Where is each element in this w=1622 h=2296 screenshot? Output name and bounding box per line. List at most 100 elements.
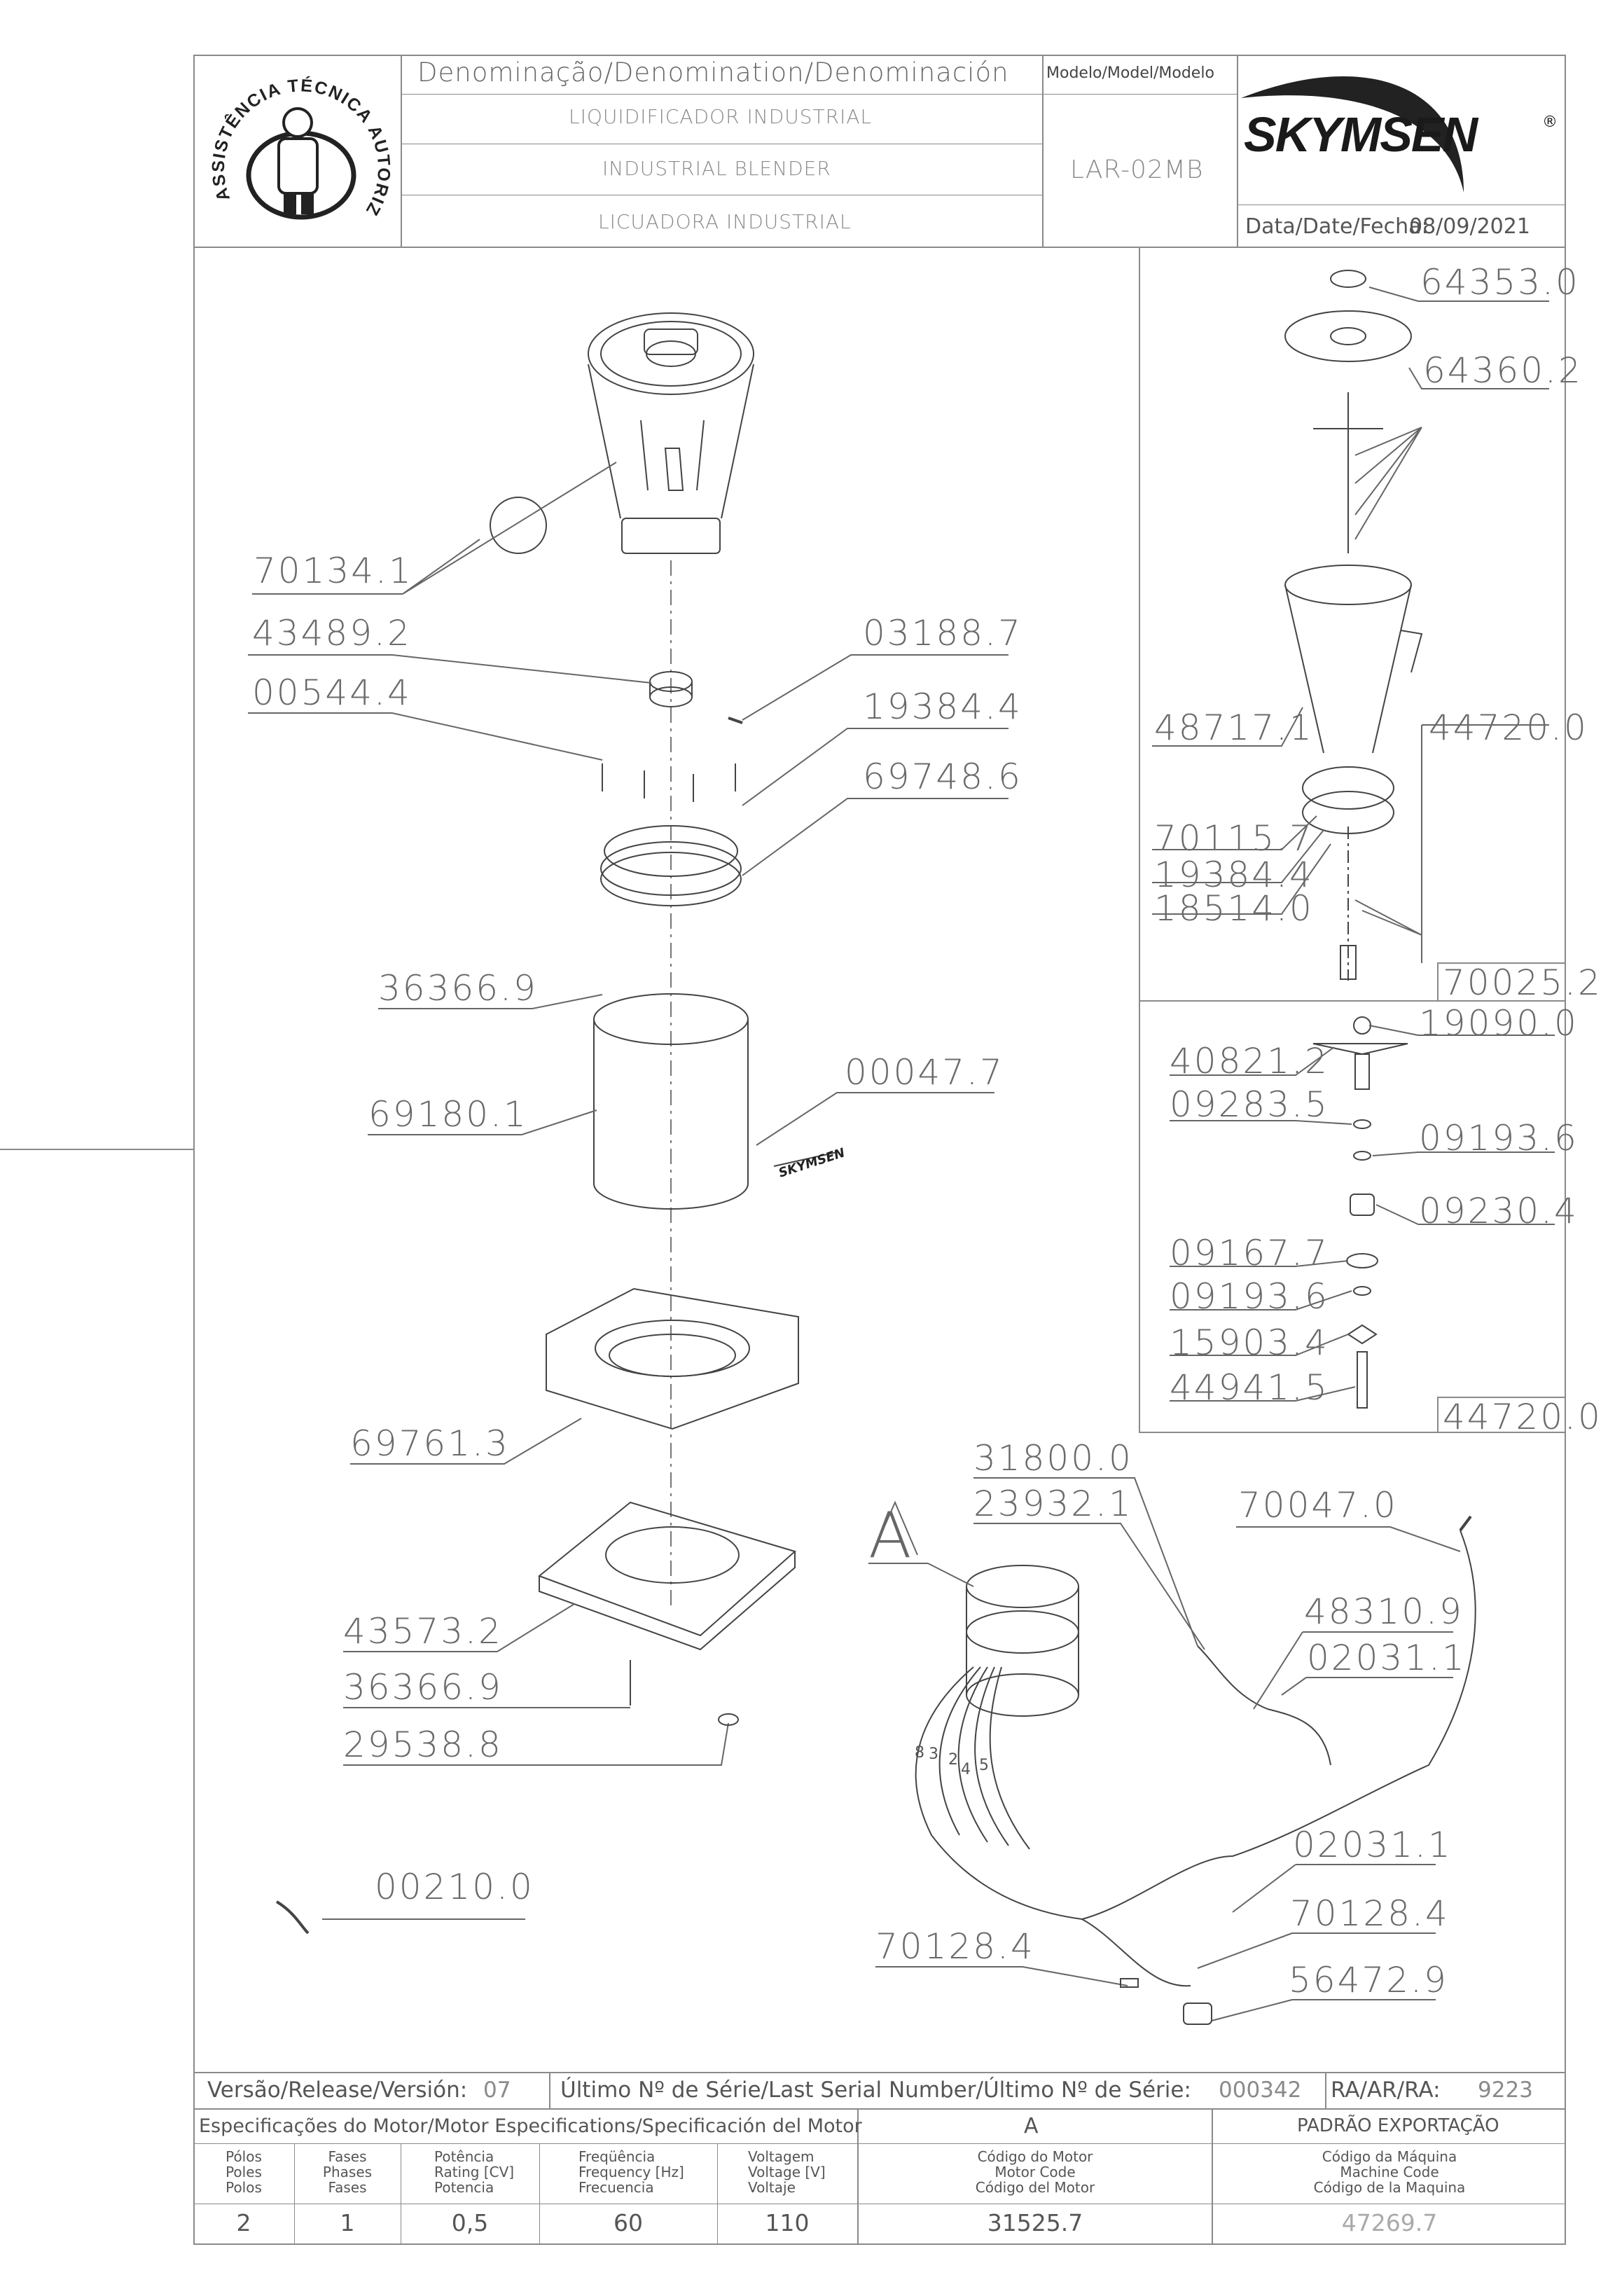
drawing-frame: [193, 55, 1566, 2245]
label-top-plate: 69748.6: [863, 756, 1023, 797]
label-washer-2: 09193.6: [1419, 1118, 1579, 1159]
power-value: 0,5: [451, 2209, 489, 2236]
label-wiring-5: 02031.1: [1293, 1825, 1453, 1865]
wire-number: 5: [979, 1757, 989, 1774]
label-cup-assembly: 44720.0: [1429, 707, 1588, 748]
footer-divider: [857, 2108, 859, 2245]
header-row-line: [401, 94, 1042, 95]
label-foot: 29538.8: [343, 1724, 503, 1765]
col-voltage: Voltagem Voltage [V] Voltaje: [748, 2148, 826, 2196]
footer-divider: [1212, 2108, 1213, 2245]
header-divider-logo: [401, 55, 402, 247]
label-lid-cap: 64353.0: [1420, 262, 1580, 303]
motor-code-value: 31525.7: [987, 2209, 1083, 2236]
ra-value: 9223: [1478, 2077, 1533, 2103]
label-bowl: 70134.1: [254, 551, 413, 591]
header-divider-brand: [1237, 55, 1238, 247]
phases-value: 1: [340, 2209, 355, 2236]
label-ring: 09167.7: [1170, 1233, 1329, 1273]
label-blade: 40821.2: [1170, 1041, 1329, 1081]
version-value: 07: [483, 2077, 511, 2103]
label-pin: 03188.7: [863, 613, 1023, 653]
voltage-value: 110: [765, 2209, 810, 2236]
label-screw-a: 00544.4: [252, 672, 412, 713]
model-value: LAR-02MB: [1070, 155, 1204, 184]
label-washer-1: 09283.5: [1170, 1084, 1329, 1125]
panel-divider: [1139, 1000, 1566, 1002]
label-wiring-4: 02031.1: [1307, 1638, 1467, 1678]
label-power-cord: 70047.0: [1238, 1485, 1398, 1526]
label-wiring-1: 31800.0: [973, 1438, 1133, 1479]
denomination-label: Denominação/Denomination/Denominación: [417, 57, 1009, 88]
kit-box: [1437, 962, 1566, 1000]
wire-number: 3: [929, 1745, 938, 1763]
label-jar-base: 70115.7: [1154, 818, 1314, 859]
footer-line: [193, 2108, 1566, 2110]
model-label: Modelo/Model/Modelo: [1046, 64, 1214, 82]
label-bearing: 09230.4: [1419, 1191, 1579, 1231]
serial-value: 000342: [1219, 2077, 1302, 2103]
footer-divider: [717, 2143, 718, 2245]
label-screw-c: 36366.9: [343, 1667, 503, 1708]
label-wiring-3: 48310.9: [1304, 1591, 1464, 1632]
label-base: 69761.3: [350, 1423, 510, 1464]
label-sticker: 00047.7: [845, 1052, 1004, 1093]
col-power: Potência Rating [CV] Potencia: [434, 2148, 515, 2196]
name-es: LICUADORA INDUSTRIAL: [598, 210, 852, 233]
panel-divider: [1139, 1432, 1566, 1433]
footer-line: [193, 2072, 1566, 2073]
label-washer: 19384.4: [863, 686, 1023, 727]
label-jar: 48717.1: [1154, 707, 1314, 748]
name-pt: LIQUIDIFICADOR INDUSTRIAL: [569, 105, 873, 128]
footer-divider: [549, 2072, 550, 2108]
label-switch: 56472.9: [1289, 1960, 1448, 2000]
label-blade-assembly: 44720.0: [1443, 1397, 1602, 1437]
model-label-line: [1042, 94, 1237, 95]
label-cup-washer: 19384.4: [1154, 855, 1314, 895]
label-wiring-7: 70128.4: [1290, 1893, 1450, 1934]
header-divider-model: [1042, 55, 1044, 247]
margin-line: [0, 1149, 193, 1150]
label-washer-3: 09193.6: [1170, 1276, 1329, 1317]
header-bottom-line: [193, 247, 1566, 248]
wire-number: 2: [948, 1751, 958, 1769]
frequency-value: 60: [614, 2209, 643, 2236]
assembly-box: [1437, 1397, 1566, 1433]
label-shaft: 44941.5: [1170, 1367, 1329, 1408]
label-housing: 69180.1: [368, 1094, 528, 1135]
date-value: 08/09/2021: [1409, 214, 1530, 239]
ra-label: RA/AR/RA:: [1331, 2077, 1441, 2103]
col-machine-code: Código da Máquina Machine Code Código de…: [1313, 2148, 1466, 2196]
version-label: Versão/Release/Versión:: [207, 2077, 468, 2103]
wire-number: 4: [961, 1761, 971, 1778]
brand-registered-mark: ®: [1542, 113, 1558, 131]
label-retainer: 15903.4: [1170, 1322, 1329, 1363]
footer-divider: [1325, 2072, 1326, 2108]
label-wire: 00210.0: [375, 1867, 534, 1907]
motor-spec-label: Especificações do Motor/Motor Especifica…: [199, 2115, 862, 2137]
label-screw-b: 36366.9: [378, 968, 538, 1009]
label-wiring-6: 70128.4: [875, 1926, 1035, 1967]
brand-logo: SKYMSEN: [1244, 107, 1478, 162]
label-lid: 64360.2: [1423, 350, 1583, 391]
col-phases: Fases Phases Fases: [322, 2148, 373, 2196]
motor-letter: A: [1024, 2114, 1039, 2138]
footer-line: [193, 2143, 1566, 2144]
date-label: Data/Date/Fecha:: [1245, 214, 1429, 239]
col-poles: Pólos Poles Polos: [226, 2148, 262, 2196]
name-en: INDUSTRIAL BLENDER: [602, 157, 831, 180]
label-coupling: 43489.2: [252, 613, 412, 653]
label-seal: 18514.0: [1154, 888, 1314, 929]
machine-code-value: 47269.7: [1341, 2209, 1438, 2236]
wire-number: 8: [915, 1744, 924, 1762]
label-bottom-plate: 43573.2: [343, 1611, 503, 1652]
label-nut: 19090.0: [1419, 1003, 1579, 1044]
footer-divider: [539, 2143, 540, 2245]
panel-divider: [1139, 247, 1140, 1433]
poles-value: 2: [236, 2209, 251, 2236]
export-label: PADRÃO EXPORTAÇÃO: [1297, 2115, 1499, 2136]
label-wiring-2: 23932.1: [973, 1484, 1133, 1524]
col-motor-code: Código do Motor Motor Code Código del Mo…: [975, 2148, 1095, 2196]
footer-divider: [294, 2143, 295, 2245]
section-letter: A: [868, 1499, 912, 1572]
